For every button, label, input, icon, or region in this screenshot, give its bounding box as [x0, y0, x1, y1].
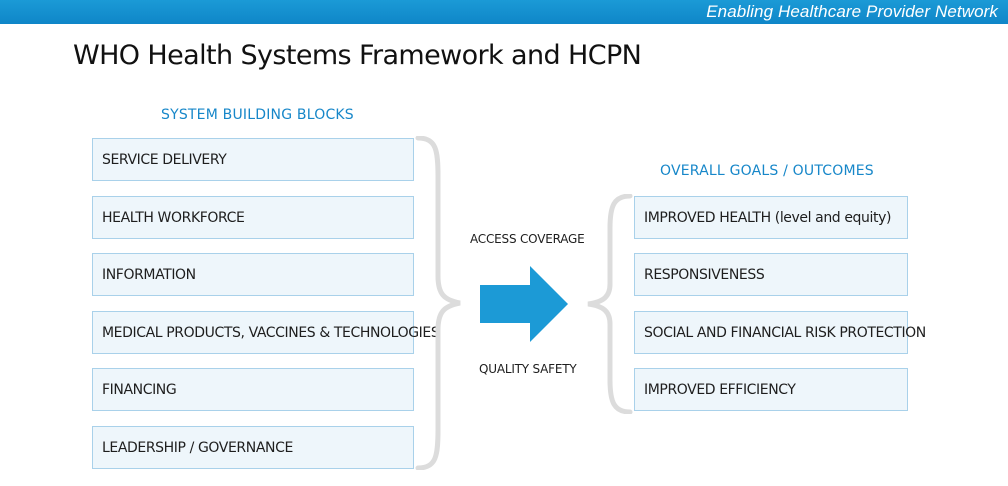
block-financing: FINANCING — [92, 368, 414, 411]
block-medical-products: MEDICAL PRODUCTS, VACCINES & TECHNOLOGIE… — [92, 311, 440, 354]
outcome-improved-health: IMPROVED HEALTH (level and equity) — [634, 196, 908, 239]
access-coverage-label: ACCESS COVERAGE — [470, 232, 585, 246]
outcome-responsiveness: RESPONSIVENESS — [634, 253, 908, 296]
outcomes-heading: OVERALL GOALS / OUTCOMES — [660, 163, 874, 179]
block-service-delivery: SERVICE DELIVERY — [92, 138, 414, 181]
building-blocks-heading: SYSTEM BUILDING BLOCKS — [161, 107, 354, 123]
block-health-workforce: HEALTH WORKFORCE — [92, 196, 414, 239]
flow-arrow-icon — [480, 266, 568, 342]
quality-safety-label: QUALITY SAFETY — [479, 362, 577, 376]
right-brace — [587, 194, 633, 414]
outcome-improved-efficiency: IMPROVED EFFICIENCY — [634, 368, 908, 411]
left-brace — [415, 136, 461, 470]
brand-text: Enabling Healthcare Provider Network — [706, 2, 998, 21]
header-bar: Enabling Healthcare Provider Network — [0, 0, 1008, 24]
block-information: INFORMATION — [92, 253, 414, 296]
block-leadership-governance: LEADERSHIP / GOVERNANCE — [92, 426, 414, 469]
outcome-risk-protection: SOCIAL AND FINANCIAL RISK PROTECTION — [634, 311, 926, 354]
page-title: WHO Health Systems Framework and HCPN — [73, 40, 642, 71]
